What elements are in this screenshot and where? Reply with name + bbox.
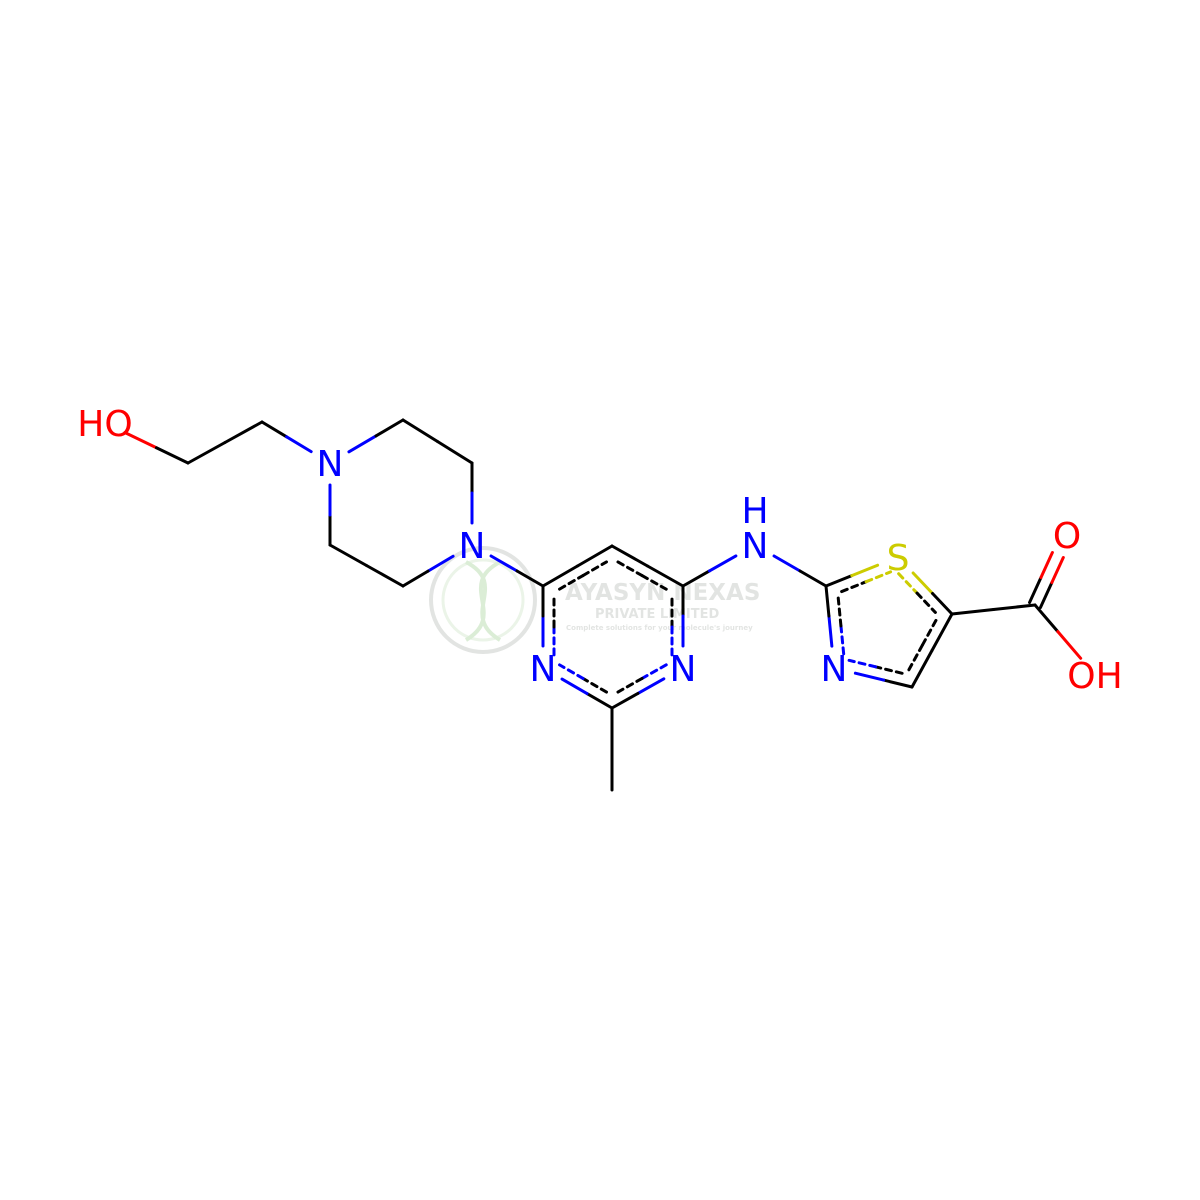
atom-label-n1: N	[317, 444, 344, 485]
bond-c7-c8-half-b	[576, 544, 614, 568]
bond-c8-c9-inner-half-b	[640, 574, 668, 591]
bond-n3-c10-half-a	[636, 677, 666, 695]
bond-c15-o2-1-half-b	[1050, 556, 1065, 584]
bond-n5-c12-half-b	[798, 569, 828, 588]
bond-c10-n4-inner-half-b	[558, 663, 585, 680]
atom-label-n3: N	[670, 649, 697, 690]
bond-c15-o3-half-a	[1033, 603, 1060, 634]
bond-c13-c14-inner-half-a	[920, 618, 938, 647]
bond-s1-c13-inner-half-a	[897, 572, 919, 595]
bond-c2-n1-half-b	[285, 435, 313, 454]
bond-c14-n6-half-a	[882, 678, 914, 689]
bond-c13-c14-half-a	[930, 612, 954, 652]
bond-c10-n4-half-b	[560, 677, 589, 696]
bond-layer	[123, 418, 1083, 792]
bond-c1-c2-half-b	[223, 420, 264, 444]
bond-c8-c9-half-b	[646, 564, 685, 588]
watermark-line-1: AYASYN NEXAS	[565, 580, 760, 606]
atom-label-n4: N	[530, 649, 557, 690]
bond-c5-c6-half-b	[328, 543, 368, 567]
bond-n6-c12-half-b	[824, 584, 831, 618]
bond-n3-c10-inner-half-b	[616, 676, 644, 694]
bond-n5-c12-half-a	[772, 554, 802, 573]
atom-label-n5: N	[742, 526, 769, 567]
bond-c7-c8-inner-half-a	[558, 574, 585, 591]
bond-c15-o3-half-b	[1056, 630, 1083, 660]
bond-n2-c7-half-a	[489, 554, 519, 573]
bond-c14-n6-inner-half-a	[874, 665, 904, 675]
bond-c9-n5-half-a	[681, 569, 711, 588]
bond-n6-c12-inner-half-b	[836, 596, 843, 628]
bond-c8-c9-half-a	[610, 544, 649, 568]
bond-c14-n6-half-b	[853, 671, 886, 682]
bond-n1-c3-half-b	[374, 418, 405, 438]
bond-c10-n4-half-a	[585, 692, 614, 710]
bond-s1-c13-half-b	[931, 591, 954, 616]
bond-n2-c5-half-a	[426, 554, 455, 573]
bond-c12-s1-half-a	[824, 574, 854, 588]
bond-c15-o2-2-half-b	[1039, 551, 1054, 580]
watermark-ring-icon	[429, 546, 537, 654]
bond-c15-o2-2-half-a	[1028, 576, 1043, 605]
bond-c5-c6-half-a	[365, 564, 405, 588]
bond-o1-c1-half-b	[154, 446, 190, 465]
watermark: AYASYN NEXAS PRIVATE LIMITED Complete so…	[429, 546, 760, 654]
atom-label-n2: N	[459, 526, 486, 567]
atom-label-o1: HO	[77, 404, 132, 445]
bond-n3-c10-half-b	[610, 691, 640, 710]
bond-c14-n6-inner-half-b	[847, 658, 878, 669]
bond-c13-c14-inner-half-b	[907, 643, 924, 672]
bond-c12-s1-inner-half-a	[840, 580, 868, 594]
bond-c2-n1-half-a	[260, 420, 289, 439]
bond-c1-c2-half-a	[186, 441, 227, 465]
bond-o1-c1-half-a	[123, 431, 158, 450]
bond-c12-s1-half-b	[850, 563, 880, 578]
atom-label-o3: OH	[1067, 656, 1122, 697]
bond-n2-c5-half-b	[401, 569, 430, 588]
watermark-line-2: PRIVATE LIMITED	[595, 607, 720, 622]
bond-c9-n5-half-b	[707, 554, 738, 573]
bond-c15-o2-1-half-a	[1038, 580, 1054, 609]
bond-n6-c12-half-a	[827, 614, 834, 648]
watermark-line-3: Complete solutions for your molecule's j…	[566, 624, 753, 632]
bond-c10-n4-inner-half-a	[581, 676, 608, 694]
bond-n3-c10-inner-half-a	[640, 663, 668, 680]
bond-s1-c13-inner-half-b	[915, 591, 937, 614]
bond-n2-c7-half-b	[515, 569, 545, 588]
dna-helix-icon	[464, 560, 502, 642]
atom-hydrogen-label-n5: H	[741, 491, 768, 532]
bond-c13-c15-half-a	[950, 608, 995, 616]
bond-s1-c13-half-a	[911, 571, 935, 595]
bond-c3-c4-half-a	[401, 418, 439, 443]
bond-c7-c8-inner-half-b	[581, 560, 608, 578]
atom-label-o2: O	[1053, 516, 1081, 557]
bond-n6-c12-inner-half-a	[839, 624, 846, 656]
bond-c8-c9-inner-half-a	[616, 560, 644, 578]
bond-c7-c8-half-a	[541, 564, 579, 588]
bond-c13-c14-half-b	[910, 649, 934, 689]
atom-label-n6: N	[821, 649, 848, 690]
atom-label-s1: S	[887, 538, 910, 579]
bond-c3-c4-half-b	[436, 440, 474, 465]
bond-c12-s1-inner-half-b	[864, 570, 893, 584]
watermark-inner-ring-icon	[441, 558, 525, 642]
bond-c13-c15-half-b	[992, 603, 1037, 611]
bond-n1-c3-half-a	[347, 434, 378, 454]
